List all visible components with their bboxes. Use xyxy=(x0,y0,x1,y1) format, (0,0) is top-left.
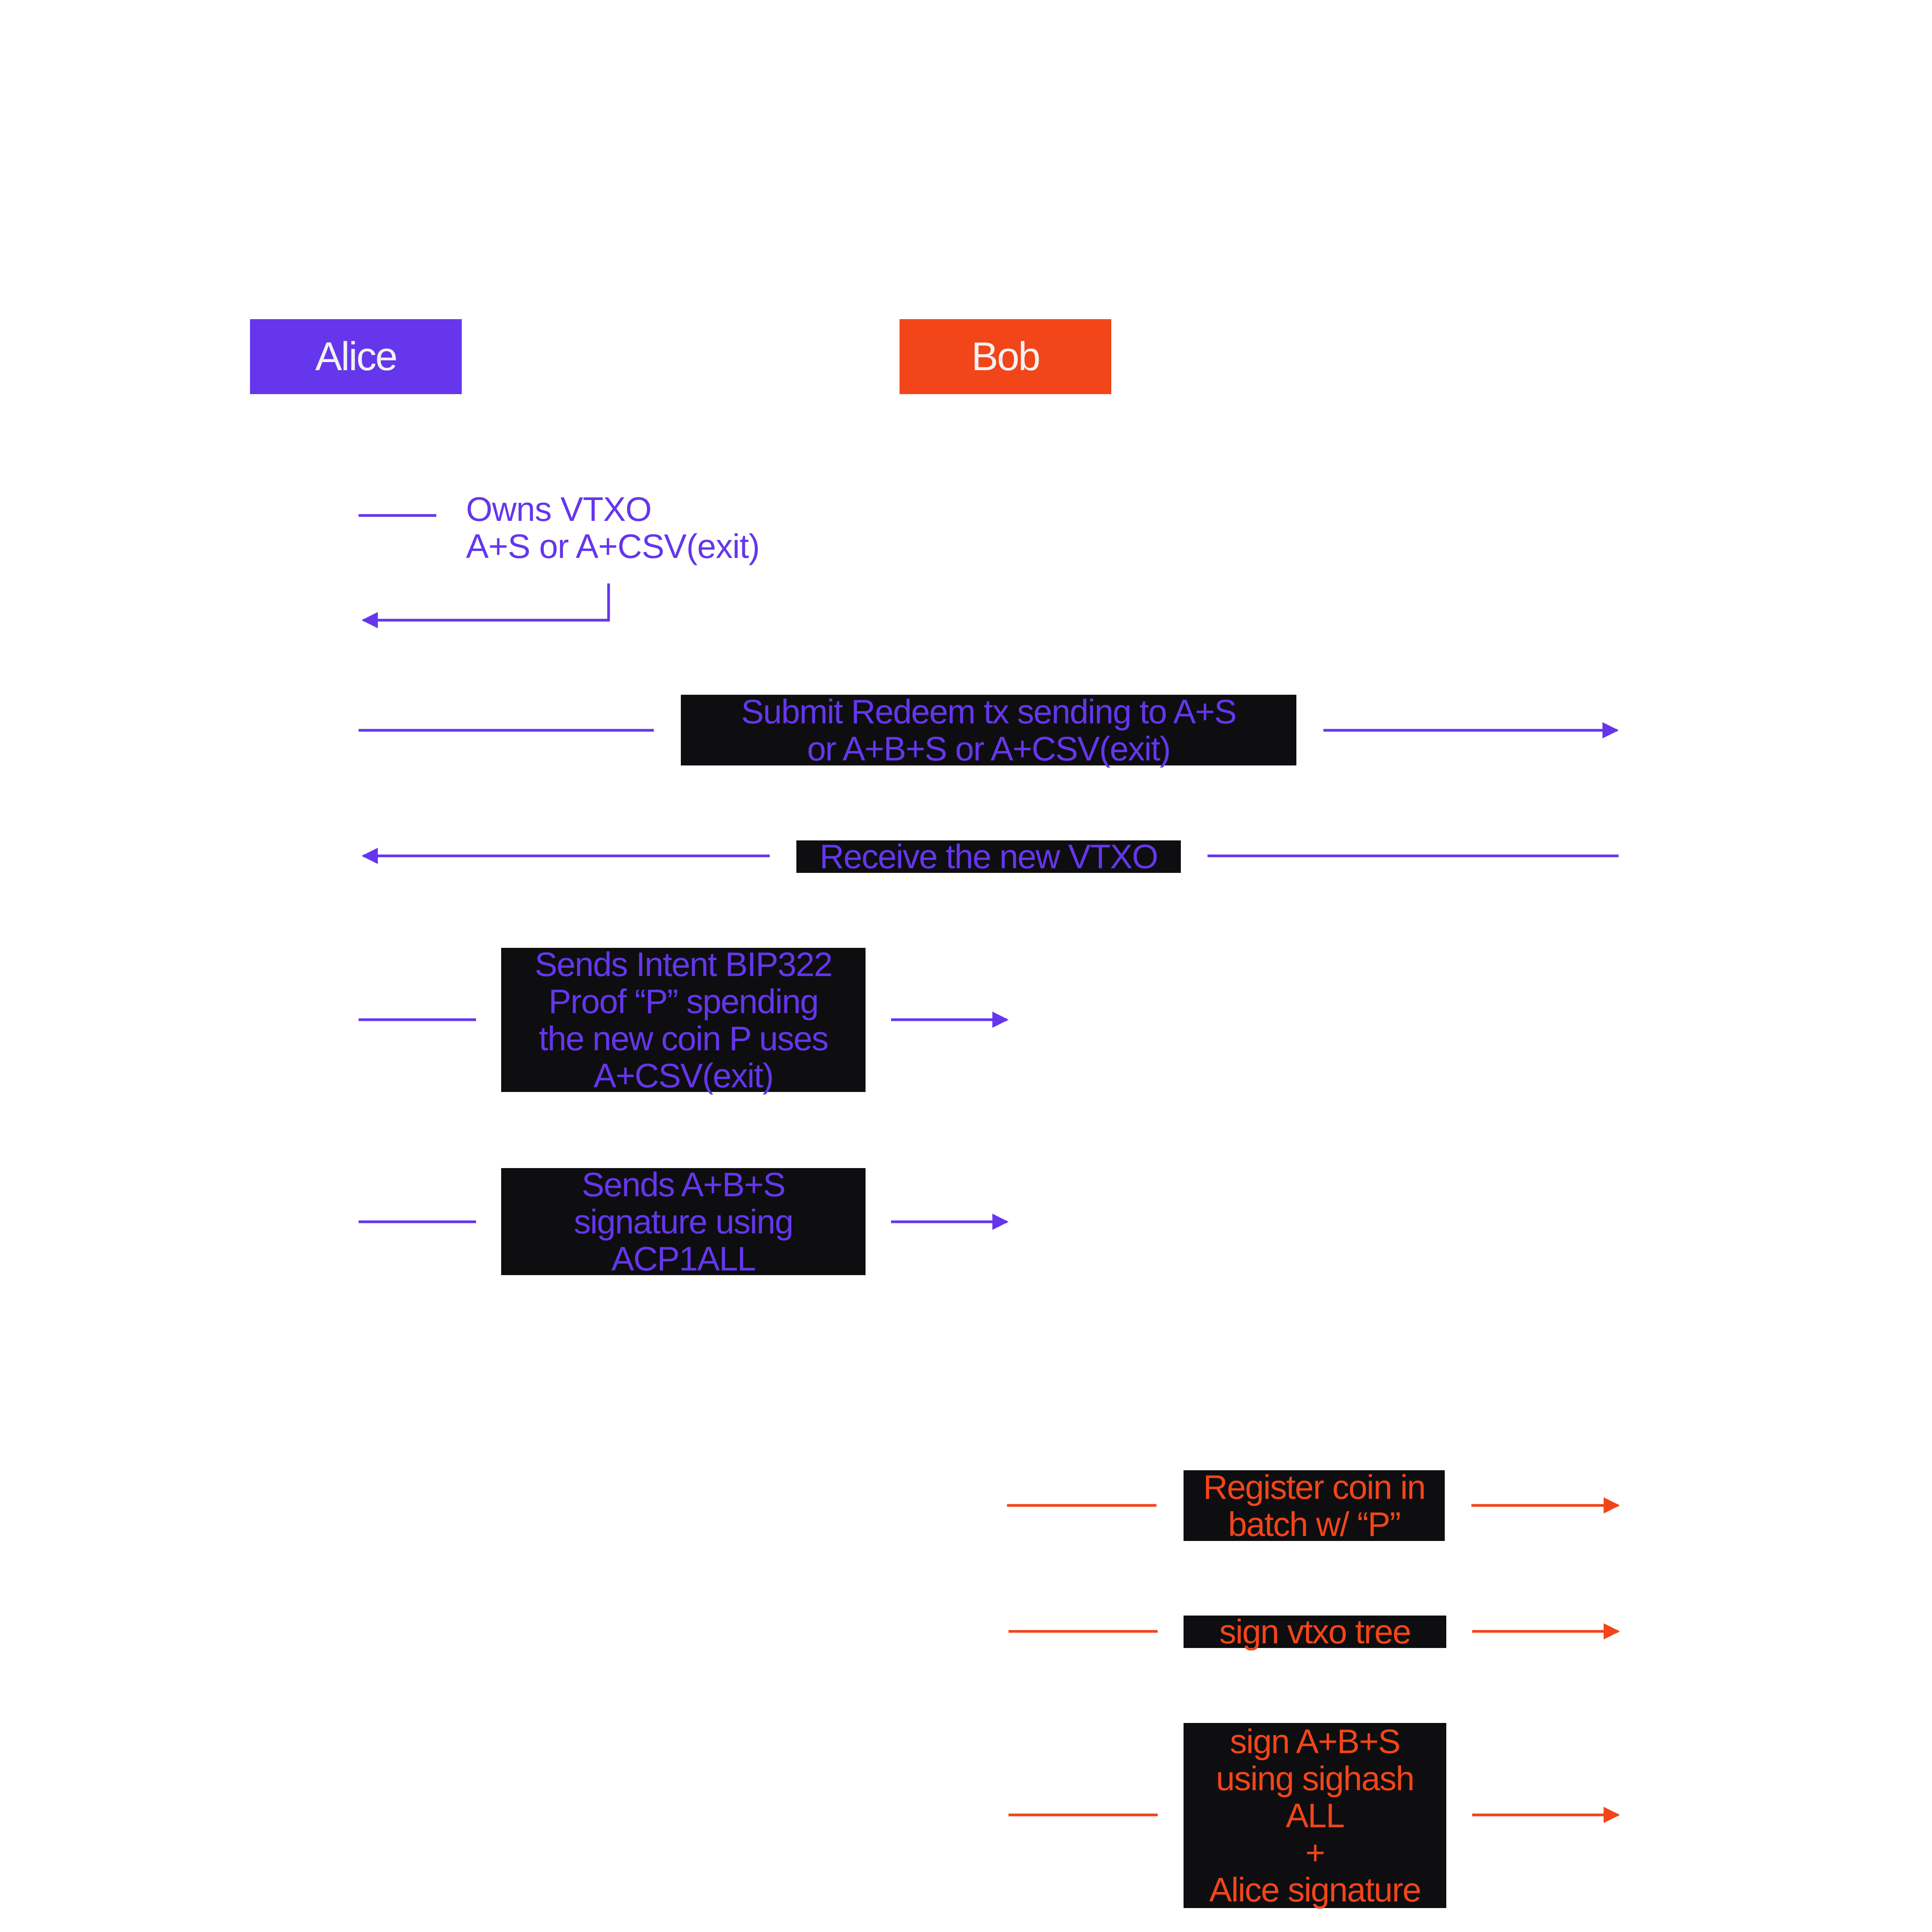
message-sign-abs: sign A+B+S using sighash ALL + Alice sig… xyxy=(1184,1723,1446,1908)
message-sign-vtxo-tree: sign vtxo tree xyxy=(1184,1613,1446,1650)
message-sends-signature: Sends A+B+S signature using ACP1ALL xyxy=(501,1166,866,1277)
message-submit-redeem: Submit Redeem tx sending to A+S or A+B+S… xyxy=(681,693,1296,767)
message-sends-intent: Sends Intent BIP322 Proof “P” spending t… xyxy=(501,946,866,1094)
message-receive-vtxo: Receive the new VTXO xyxy=(796,838,1181,875)
note-line-2: A+S or A+CSV(exit) xyxy=(466,527,760,565)
actor-label: Alice xyxy=(315,334,398,379)
message-register-coin: Register coin in batch w/ “P” xyxy=(1184,1468,1445,1543)
note-owns-vtxo: Owns VTXO A+S or A+CSV(exit) xyxy=(466,491,760,565)
self-return-arrow xyxy=(361,583,610,628)
actor-bob-top: Bob xyxy=(900,319,1111,394)
note-line-1: Owns VTXO xyxy=(466,490,652,528)
actor-alice-top: Alice xyxy=(250,319,462,394)
actor-label: Bob xyxy=(971,334,1041,379)
